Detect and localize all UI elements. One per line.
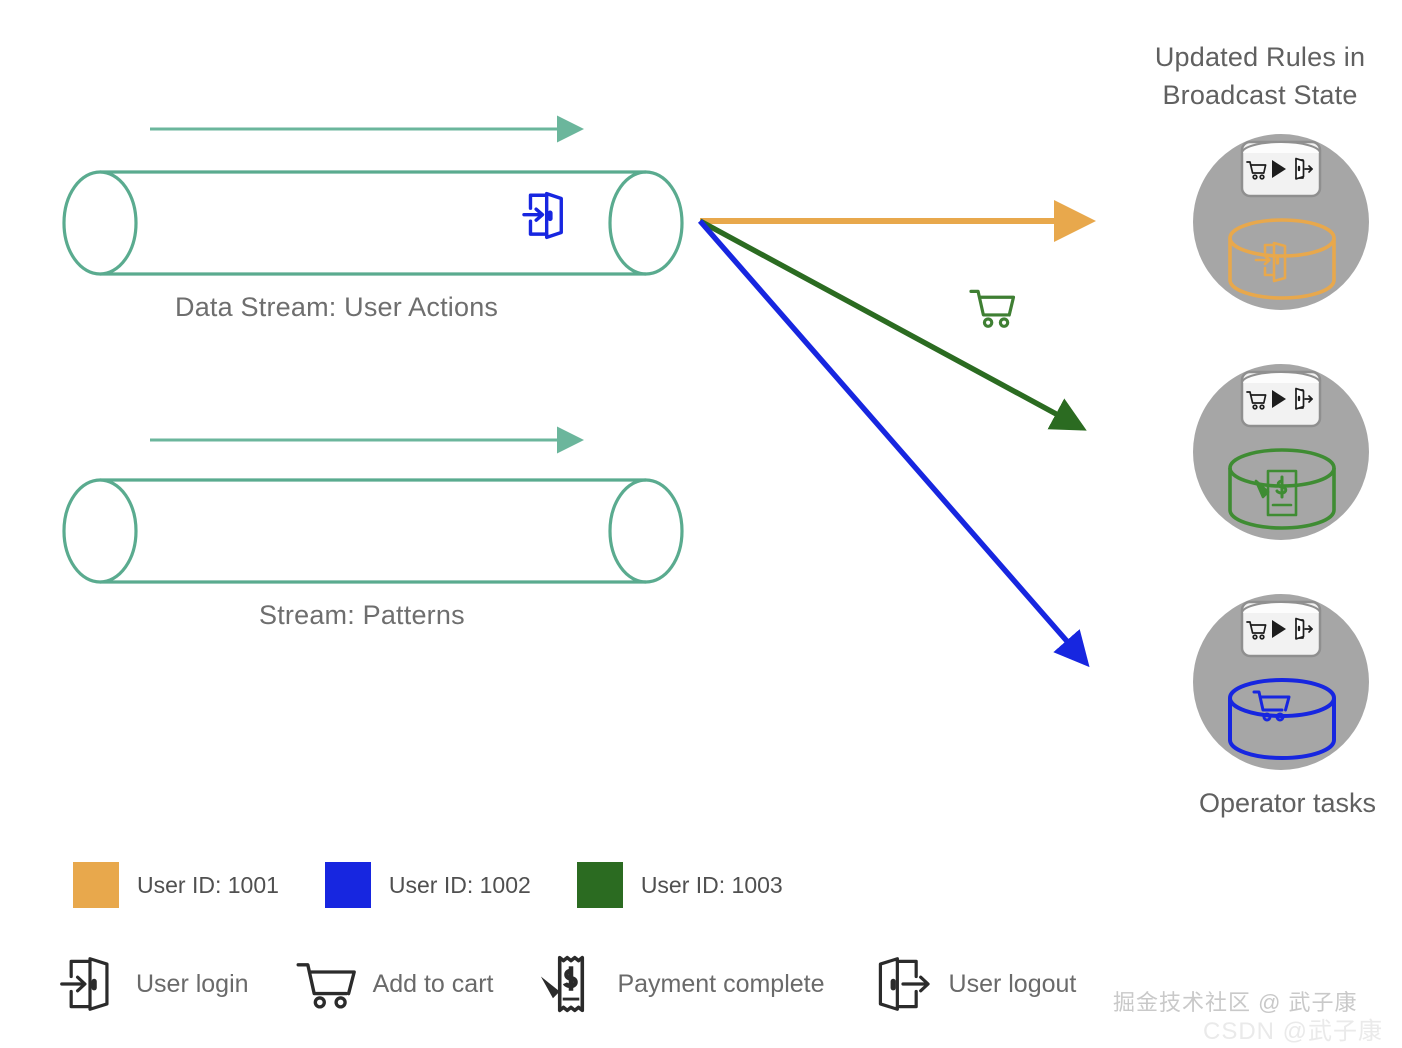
legend-label-add-to-cart: Add to cart bbox=[372, 969, 494, 998]
operator-task-2[interactable] bbox=[1193, 364, 1369, 540]
data-stream-user-actions-label: Data Stream: User Actions bbox=[175, 292, 499, 322]
color-swatch-user-1003 bbox=[576, 862, 623, 908]
color-swatch-user-1001 bbox=[73, 862, 119, 908]
legend-item-user-logout: User logout bbox=[871, 952, 1123, 1016]
operator-task-3[interactable] bbox=[1193, 594, 1369, 770]
legend-item-user-1001: User ID: 1001 bbox=[73, 862, 325, 908]
cart-to-logout-rule-icon bbox=[1240, 140, 1322, 198]
legend-label-payment-complete: Payment complete bbox=[617, 969, 825, 998]
cart-to-logout-rule-icon bbox=[1240, 600, 1322, 658]
operator-task-1[interactable] bbox=[1193, 134, 1369, 310]
cart-to-logout-rule-icon bbox=[1240, 370, 1322, 428]
page-title: Updated Rules in Broadcast State bbox=[1154, 42, 1366, 111]
route-user-1002 bbox=[697, 219, 1090, 668]
legend-label-user-1003: User ID: 1003 bbox=[640, 871, 783, 898]
payment-receipt-icon bbox=[541, 955, 585, 1013]
stream-patterns-label: Stream: Patterns bbox=[259, 600, 465, 630]
legend-label-user-1002: User ID: 1002 bbox=[388, 871, 531, 898]
legend-label-user-logout: User logout bbox=[948, 969, 1077, 998]
legend-item-payment-complete: Payment complete bbox=[539, 952, 870, 1016]
legend-label-user-1001: User ID: 1001 bbox=[137, 871, 279, 898]
user-login-icon bbox=[60, 957, 109, 1011]
payment-complete-state-icon bbox=[1228, 448, 1336, 530]
add-to-cart-state-icon bbox=[1228, 678, 1336, 760]
stream-patterns-pipe[interactable] bbox=[62, 478, 684, 584]
watermark-secondary: CSDN @武子康 bbox=[1203, 1018, 1384, 1045]
watermark-primary: 掘金技术社区 @ 武子康 bbox=[1113, 990, 1358, 1015]
operator-tasks-caption: Operator tasks bbox=[1198, 788, 1377, 818]
legend-item-add-to-cart: Add to cart bbox=[295, 952, 540, 1016]
shopping-cart-icon bbox=[296, 963, 356, 1009]
legend-item-user-1003: User ID: 1003 bbox=[576, 862, 829, 908]
user-logout-icon bbox=[878, 957, 930, 1011]
route-user-1003 bbox=[698, 218, 1087, 431]
color-swatch-user-1002 bbox=[324, 862, 371, 908]
data-stream-user-actions-pipe[interactable] bbox=[62, 170, 684, 276]
user-login-state-icon bbox=[1228, 218, 1336, 300]
legend-item-user-login: User login bbox=[58, 952, 295, 1016]
legend-item-user-1002: User ID: 1002 bbox=[324, 862, 577, 908]
legend-user-ids: User ID: 1001 User ID: 1002 User ID: 100… bbox=[73, 862, 829, 908]
legend-label-user-login: User login bbox=[136, 969, 249, 998]
legend-actions: User login Add to cart bbox=[58, 952, 1122, 1016]
user-login-icon bbox=[522, 191, 563, 240]
add-to-cart-icon bbox=[969, 289, 1016, 328]
